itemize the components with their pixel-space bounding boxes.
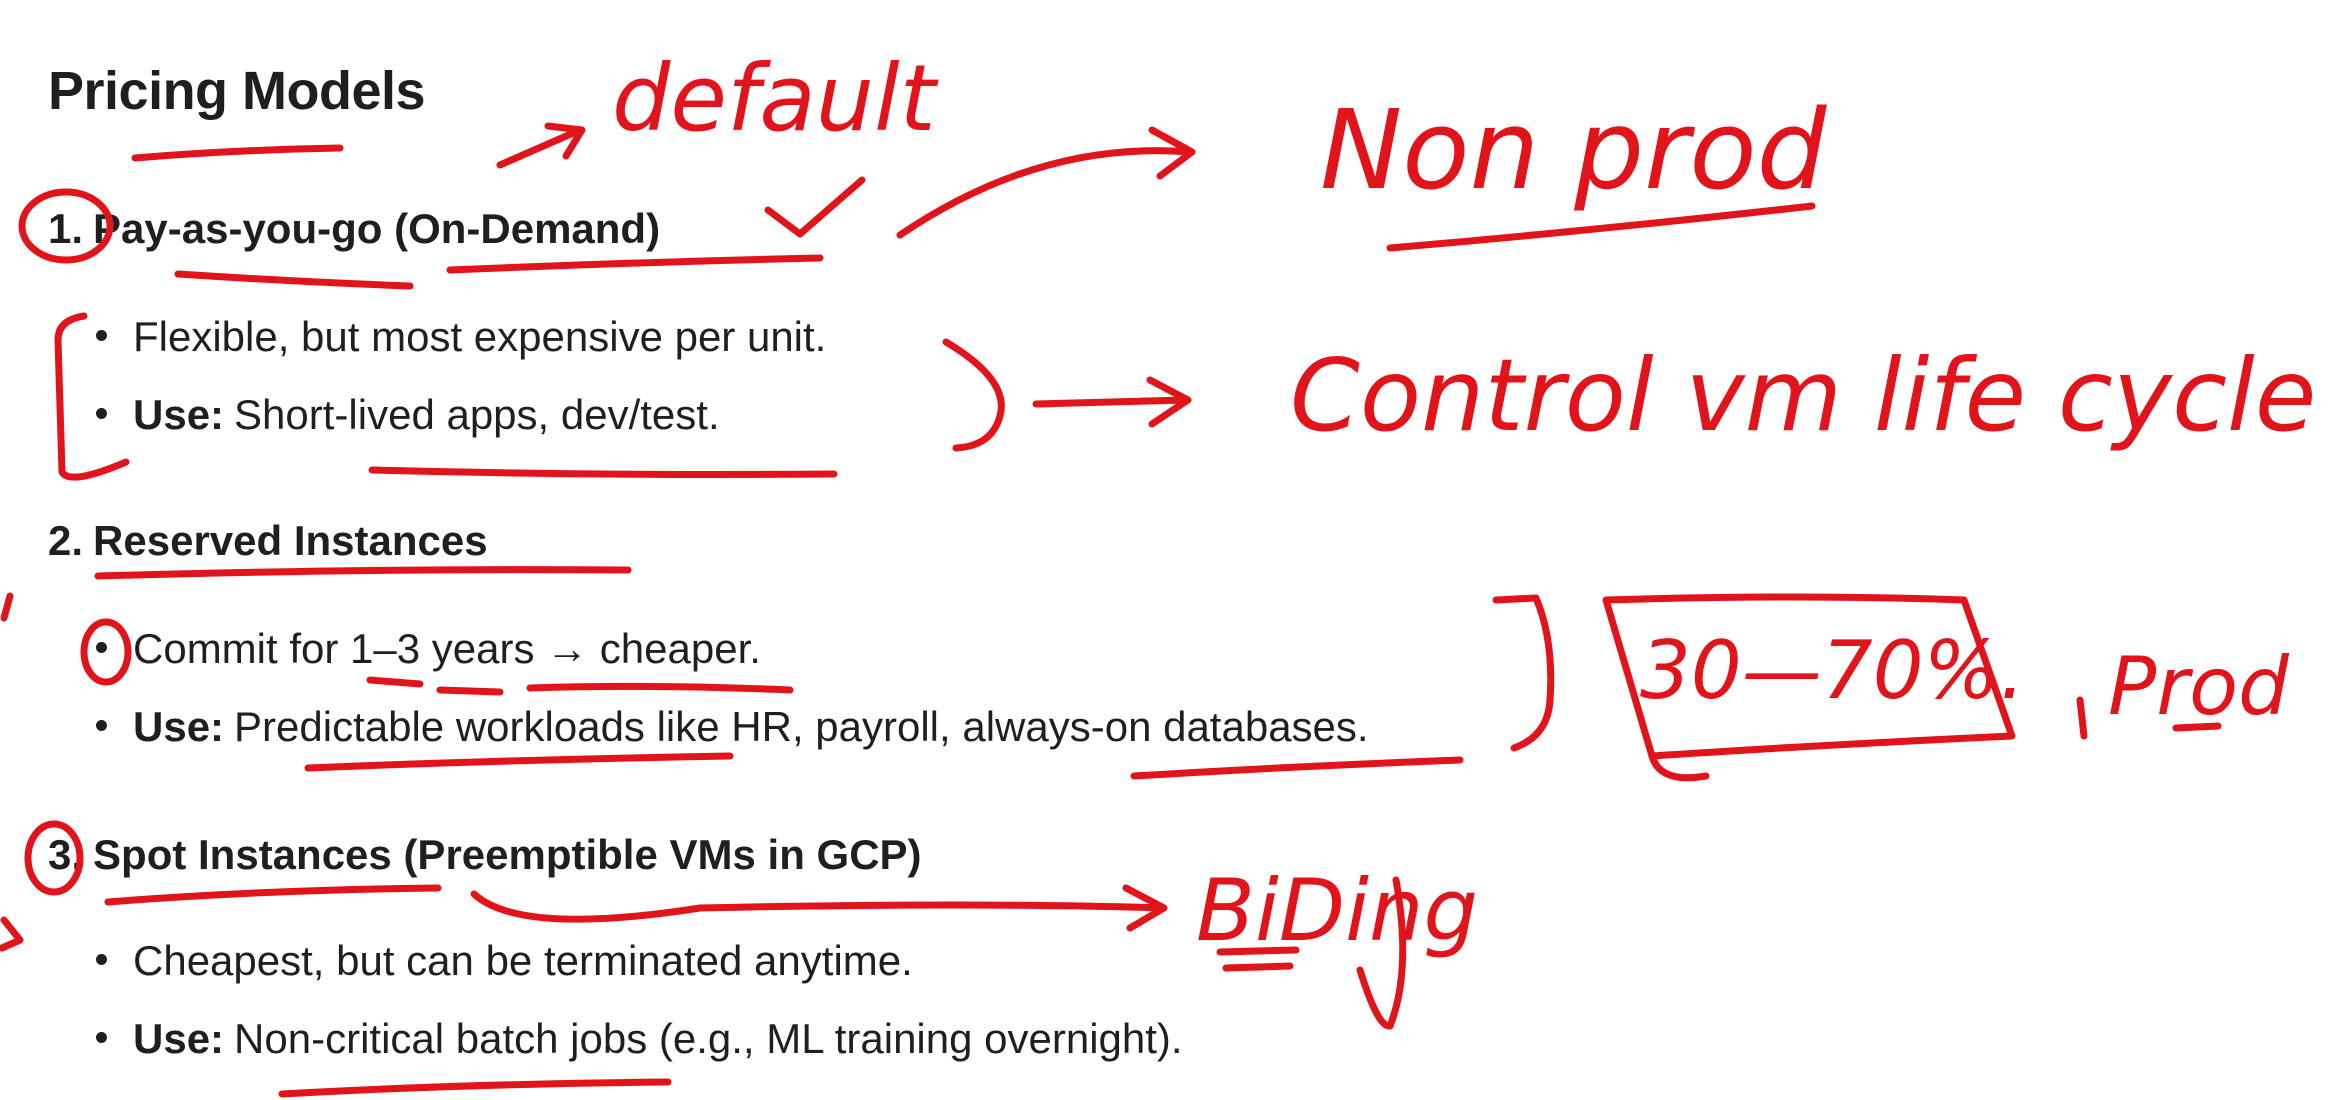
section-title: Reserved Instances <box>93 517 488 564</box>
section-title: Spot Instances (Preemptible VMs in GCP) <box>93 831 922 878</box>
section-heading-pay-as-you-go: 1.Pay-as-you-go (On-Demand) <box>48 208 660 250</box>
list-item-text: Commit for 1–3 years → cheaper. <box>133 625 761 672</box>
section-number: 1. <box>48 205 84 252</box>
list-item-label: Use: <box>133 391 225 438</box>
ink-underline-bidding <box>1216 946 1300 972</box>
list-item: Use:Predictable workloads like HR, payro… <box>96 706 1369 748</box>
page-title: Pricing Models <box>48 61 426 121</box>
ink-checkmark <box>764 176 866 238</box>
section-heading-spot-instances: 3.Spot Instances (Preemptible VMs in GCP… <box>48 834 922 876</box>
bullet-icon <box>96 330 107 342</box>
ink-text-bidding: BiDing <box>1196 861 1478 961</box>
list-item-label: Use: <box>133 703 225 750</box>
list-item: Cheapest, but can be terminated anytime. <box>96 940 913 982</box>
ink-underline-ondemand <box>446 254 824 274</box>
ink-underline-spot <box>104 884 442 906</box>
ink-arrow-bidding <box>470 884 1168 932</box>
bullet-icon <box>96 408 107 420</box>
ink-box-tail <box>1648 752 1710 782</box>
ink-paren-right <box>942 338 1005 452</box>
list-item-label: Use: <box>133 1015 225 1062</box>
bullet-icon <box>96 1032 107 1044</box>
list-item: Flexible, but most expensive per unit. <box>96 316 826 358</box>
bullet-icon <box>96 642 107 654</box>
list-item: Use:Non-critical batch jobs (e.g., ML tr… <box>96 1018 1183 1060</box>
ink-mark-comma <box>2076 696 2088 740</box>
ink-text-nonprod: Non prod <box>1320 86 1828 214</box>
bullet-icon <box>96 720 107 732</box>
ink-tail-bidding <box>1356 876 1407 1030</box>
ink-arrow-nonprod <box>896 126 1196 239</box>
ink-arrow-default <box>496 122 586 169</box>
list-item-text: Flexible, but most expensive per unit. <box>133 313 827 360</box>
list-item: Use:Short-lived apps, dev/test. <box>96 394 720 436</box>
ink-bracket-right <box>1492 594 1555 752</box>
ink-underline-title <box>131 144 344 162</box>
ink-underline-payg <box>174 270 414 290</box>
section-title: Pay-as-you-go (On-Demand) <box>93 205 661 252</box>
ink-underline-reserved <box>94 566 632 580</box>
ink-box <box>1602 593 2016 760</box>
bullet-icon <box>96 954 107 966</box>
ink-arrow-control <box>1032 376 1192 428</box>
ink-underline-shortlived <box>368 466 838 478</box>
ink-text-prod: Prod <box>2108 640 2290 733</box>
ink-text-control: Control vm life cycle <box>1290 337 2316 454</box>
ink-underline-predictable <box>304 752 734 772</box>
section-number: 2. <box>48 517 84 564</box>
list-item: Commit for 1–3 years → cheaper. <box>96 628 761 670</box>
list-item-text: Short-lived apps, dev/test. <box>234 391 720 438</box>
list-item-text: Non-critical batch jobs (e.g., ML traini… <box>234 1015 1183 1062</box>
ink-underline-noncritical <box>278 1078 672 1098</box>
list-item-text: Cheapest, but can be terminated anytime. <box>133 937 913 984</box>
ink-underline-databases <box>1130 756 1464 780</box>
ink-underline-years <box>366 676 794 696</box>
ink-text-discount: 30—70%. <box>1640 624 2025 717</box>
list-item-text: Predictable workloads like HR, payroll, … <box>234 703 1369 750</box>
ink-text-default: default <box>612 45 939 152</box>
ink-tick-left <box>0 592 14 622</box>
section-heading-reserved-instances: 2.Reserved Instances <box>48 520 488 562</box>
ink-underline-nonprod <box>1386 202 1816 252</box>
ink-arrowhead-left <box>0 916 24 952</box>
ink-underline-prod <box>2172 722 2222 732</box>
section-number: 3. <box>48 831 84 878</box>
